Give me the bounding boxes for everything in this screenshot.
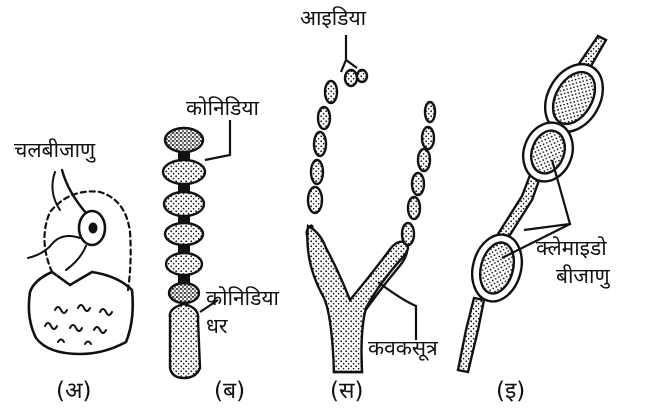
zoospore-flagellum-2 — [66, 246, 86, 270]
conidium — [169, 283, 199, 303]
chlamydospore-label-line1: क्लेमाइडो — [536, 238, 607, 259]
oidium — [357, 70, 367, 82]
sporangium-base — [29, 272, 133, 354]
oidia-pointer — [341, 35, 357, 72]
oidium — [412, 173, 424, 195]
caption-c: (स) — [330, 380, 364, 403]
chlamydo-hypha — [458, 298, 484, 372]
caption-b: (ब) — [214, 380, 245, 403]
hypha-label: कवकसूत्र — [368, 338, 438, 359]
conidia-figure — [163, 120, 230, 378]
zoosporangium-figure — [28, 170, 133, 354]
conidium — [165, 128, 203, 152]
conidium — [164, 192, 204, 216]
conidiophore-label-line2: धर — [206, 316, 228, 337]
conidiophore — [170, 304, 200, 378]
conidium — [163, 160, 205, 184]
oidium — [308, 187, 322, 213]
oidium — [325, 81, 337, 103]
oidium — [345, 70, 357, 86]
oidium — [425, 102, 435, 122]
zoospore-flagellum — [28, 236, 80, 258]
zoospore-nucleus — [89, 223, 97, 233]
oidia-label: आइडिया — [300, 8, 366, 29]
oidium — [314, 132, 326, 156]
caption-d: (इ) — [496, 380, 525, 403]
caption-a: (अ) — [56, 380, 92, 403]
hypha-pointer — [378, 282, 416, 340]
oidium — [422, 127, 434, 149]
conidiophore-label-line1: कोनिडिया — [206, 288, 279, 309]
oidium — [408, 197, 420, 219]
conidia-pointer — [205, 120, 230, 160]
oidium — [318, 107, 330, 129]
oidium — [418, 149, 430, 171]
conidia-label: कोनिडिया — [186, 98, 259, 119]
conidium — [165, 223, 203, 245]
oidium — [311, 160, 323, 184]
zoospore-label: चलबीजाणु — [14, 140, 95, 161]
chlamydospore-label-line2: बीजाणु — [556, 266, 610, 287]
oidia-figure — [307, 35, 435, 372]
chlamydospore-figure — [458, 36, 615, 372]
conidium — [166, 253, 202, 275]
base-markings — [45, 305, 112, 344]
oidium — [402, 223, 414, 245]
